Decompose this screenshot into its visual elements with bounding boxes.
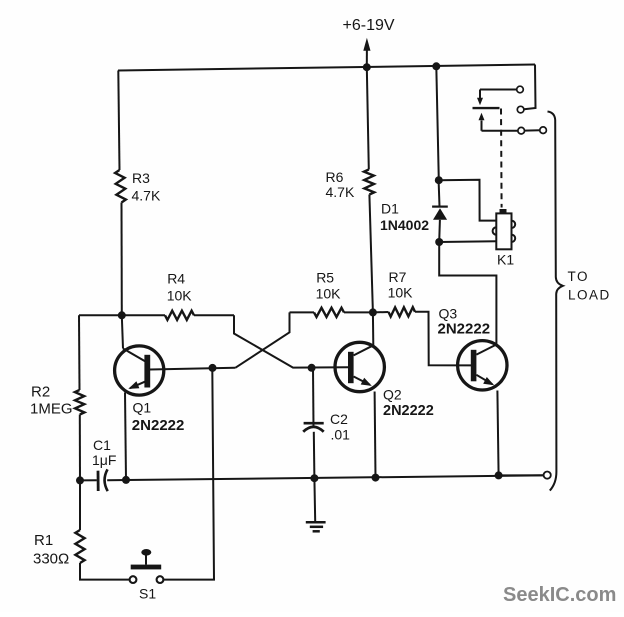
svg-text:R5: R5: [316, 270, 334, 286]
svg-text:1N4002: 1N4002: [380, 217, 429, 233]
svg-text:10K: 10K: [316, 286, 342, 302]
svg-text:R3: R3: [132, 170, 150, 186]
svg-text:4.7K: 4.7K: [326, 184, 355, 200]
svg-text:4.7K: 4.7K: [132, 188, 161, 204]
svg-text:C1: C1: [93, 437, 111, 453]
svg-text:C2: C2: [330, 411, 348, 427]
svg-text:1MEG: 1MEG: [30, 401, 73, 418]
svg-text:+6-19V: +6-19V: [343, 17, 395, 34]
svg-text:R7: R7: [389, 269, 407, 285]
svg-text:Q1: Q1: [133, 400, 152, 416]
svg-text:.01: .01: [331, 427, 351, 443]
svg-text:R6: R6: [326, 169, 344, 185]
svg-text:K1: K1: [497, 252, 514, 268]
svg-text:1μF: 1μF: [92, 452, 116, 468]
svg-text:330Ω: 330Ω: [33, 551, 69, 568]
svg-text:R2: R2: [31, 384, 50, 401]
svg-text:10K: 10K: [388, 285, 414, 301]
svg-text:SeekIC.com: SeekIC.com: [503, 584, 616, 606]
svg-text:R4: R4: [167, 271, 185, 287]
svg-text:Q2: Q2: [383, 387, 402, 403]
svg-text:10K: 10K: [167, 288, 193, 304]
svg-text:D1: D1: [381, 201, 399, 217]
svg-text:S1: S1: [139, 586, 156, 602]
svg-text:TO: TO: [568, 269, 590, 284]
svg-text:R1: R1: [34, 532, 53, 549]
svg-text:Q3: Q3: [439, 306, 458, 322]
svg-text:2N2222: 2N2222: [132, 417, 185, 434]
svg-text:2N2222: 2N2222: [438, 321, 491, 338]
svg-text:LOAD: LOAD: [568, 288, 611, 303]
svg-text:2N2222: 2N2222: [383, 403, 434, 419]
